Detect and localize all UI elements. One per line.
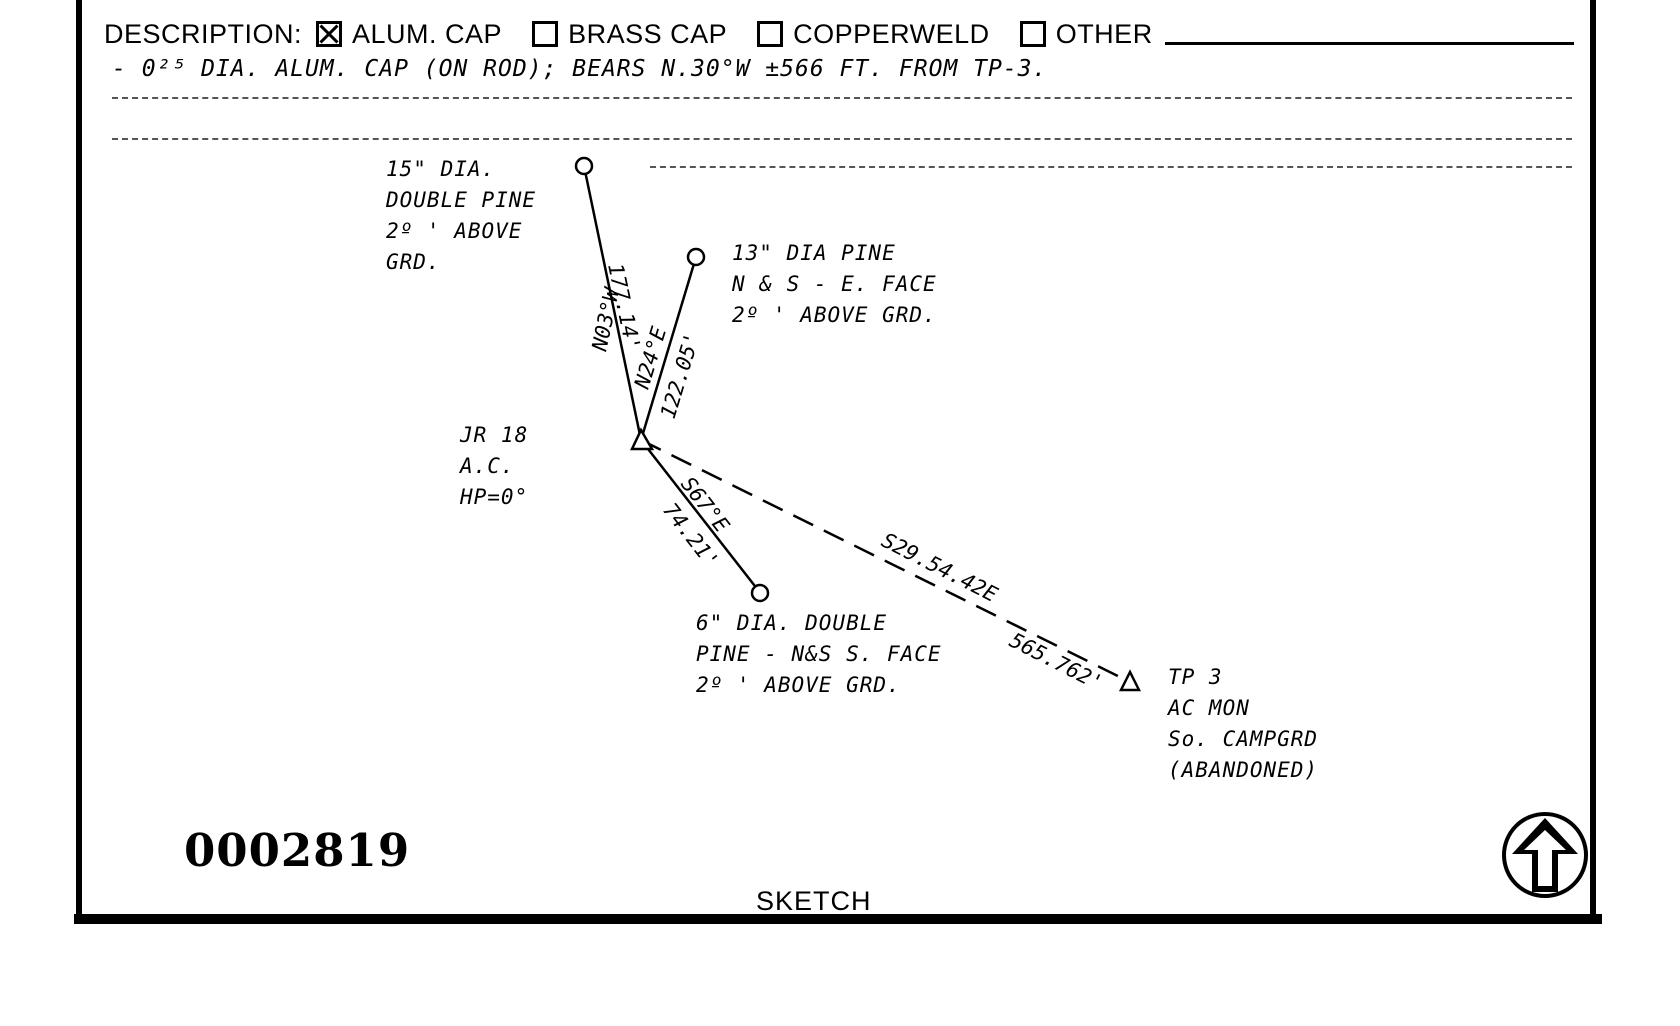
option-alum-cap-label: ALUM. CAP [352,18,503,49]
tree-15in-marker [574,156,594,176]
line-to-tp3 [640,438,1129,683]
tp3-label: TP 3 AC MON So. CAMPGRD (ABANDONED) [1168,665,1319,782]
option-copperweld: COPPERWELD [757,19,990,50]
description-label: DESCRIPTION: [104,18,303,49]
note-rule-3 [650,166,1572,168]
description-note: - 0²⁵ DIA. ALUM. CAP (ON ROD); BEARS N.3… [112,56,1048,82]
station-jr18-triangle [630,427,655,451]
description-row: DESCRIPTION: ALUM. CAP BRASS CAP COPPERW… [104,10,1574,58]
north-arrow-icon [1502,812,1588,898]
checkbox-alum-cap [316,21,343,47]
line-to-13in-pine [639,256,698,441]
station-jr18-label: JR 18 A.C. HP=0° [460,423,529,509]
tp3-triangle [1118,669,1142,692]
checkbox-brass-cap [532,21,559,47]
option-other-label: OTHER [1055,18,1153,49]
option-brass-cap: BRASS CAP [532,19,727,50]
serial-number: 0002819 [184,824,411,877]
tree-13in-marker [686,247,706,267]
line-to-15in-pine [582,165,643,441]
other-fill-line [1164,41,1574,45]
option-alum-cap: ALUM. CAP [316,19,502,50]
option-brass-cap-label: BRASS CAP [568,18,728,49]
card-frame-shadow [74,914,1602,924]
option-other: OTHER [1019,18,1153,50]
sketch-caption: SKETCH [756,886,872,916]
checkbox-other [1019,21,1046,47]
note-rule-2 [112,138,1572,140]
tree-15in-label: 15" DIA. DOUBLE PINE 2º ' ABOVE GRD. [386,157,537,274]
distance-tp3: 565.762' [1006,628,1107,695]
note-rule-1 [112,97,1572,99]
tree-6in-label: 6" DIA. DOUBLE PINE - N&S S. FACE 2º ' A… [696,611,942,697]
checkbox-copperweld [757,21,784,47]
option-copperweld-label: COPPERWELD [793,18,990,49]
tree-6in-marker [750,583,770,603]
tree-13in-label: 13" DIA PINE N & S - E. FACE 2º ' ABOVE … [732,241,937,327]
line-to-6in-pine [640,439,759,591]
